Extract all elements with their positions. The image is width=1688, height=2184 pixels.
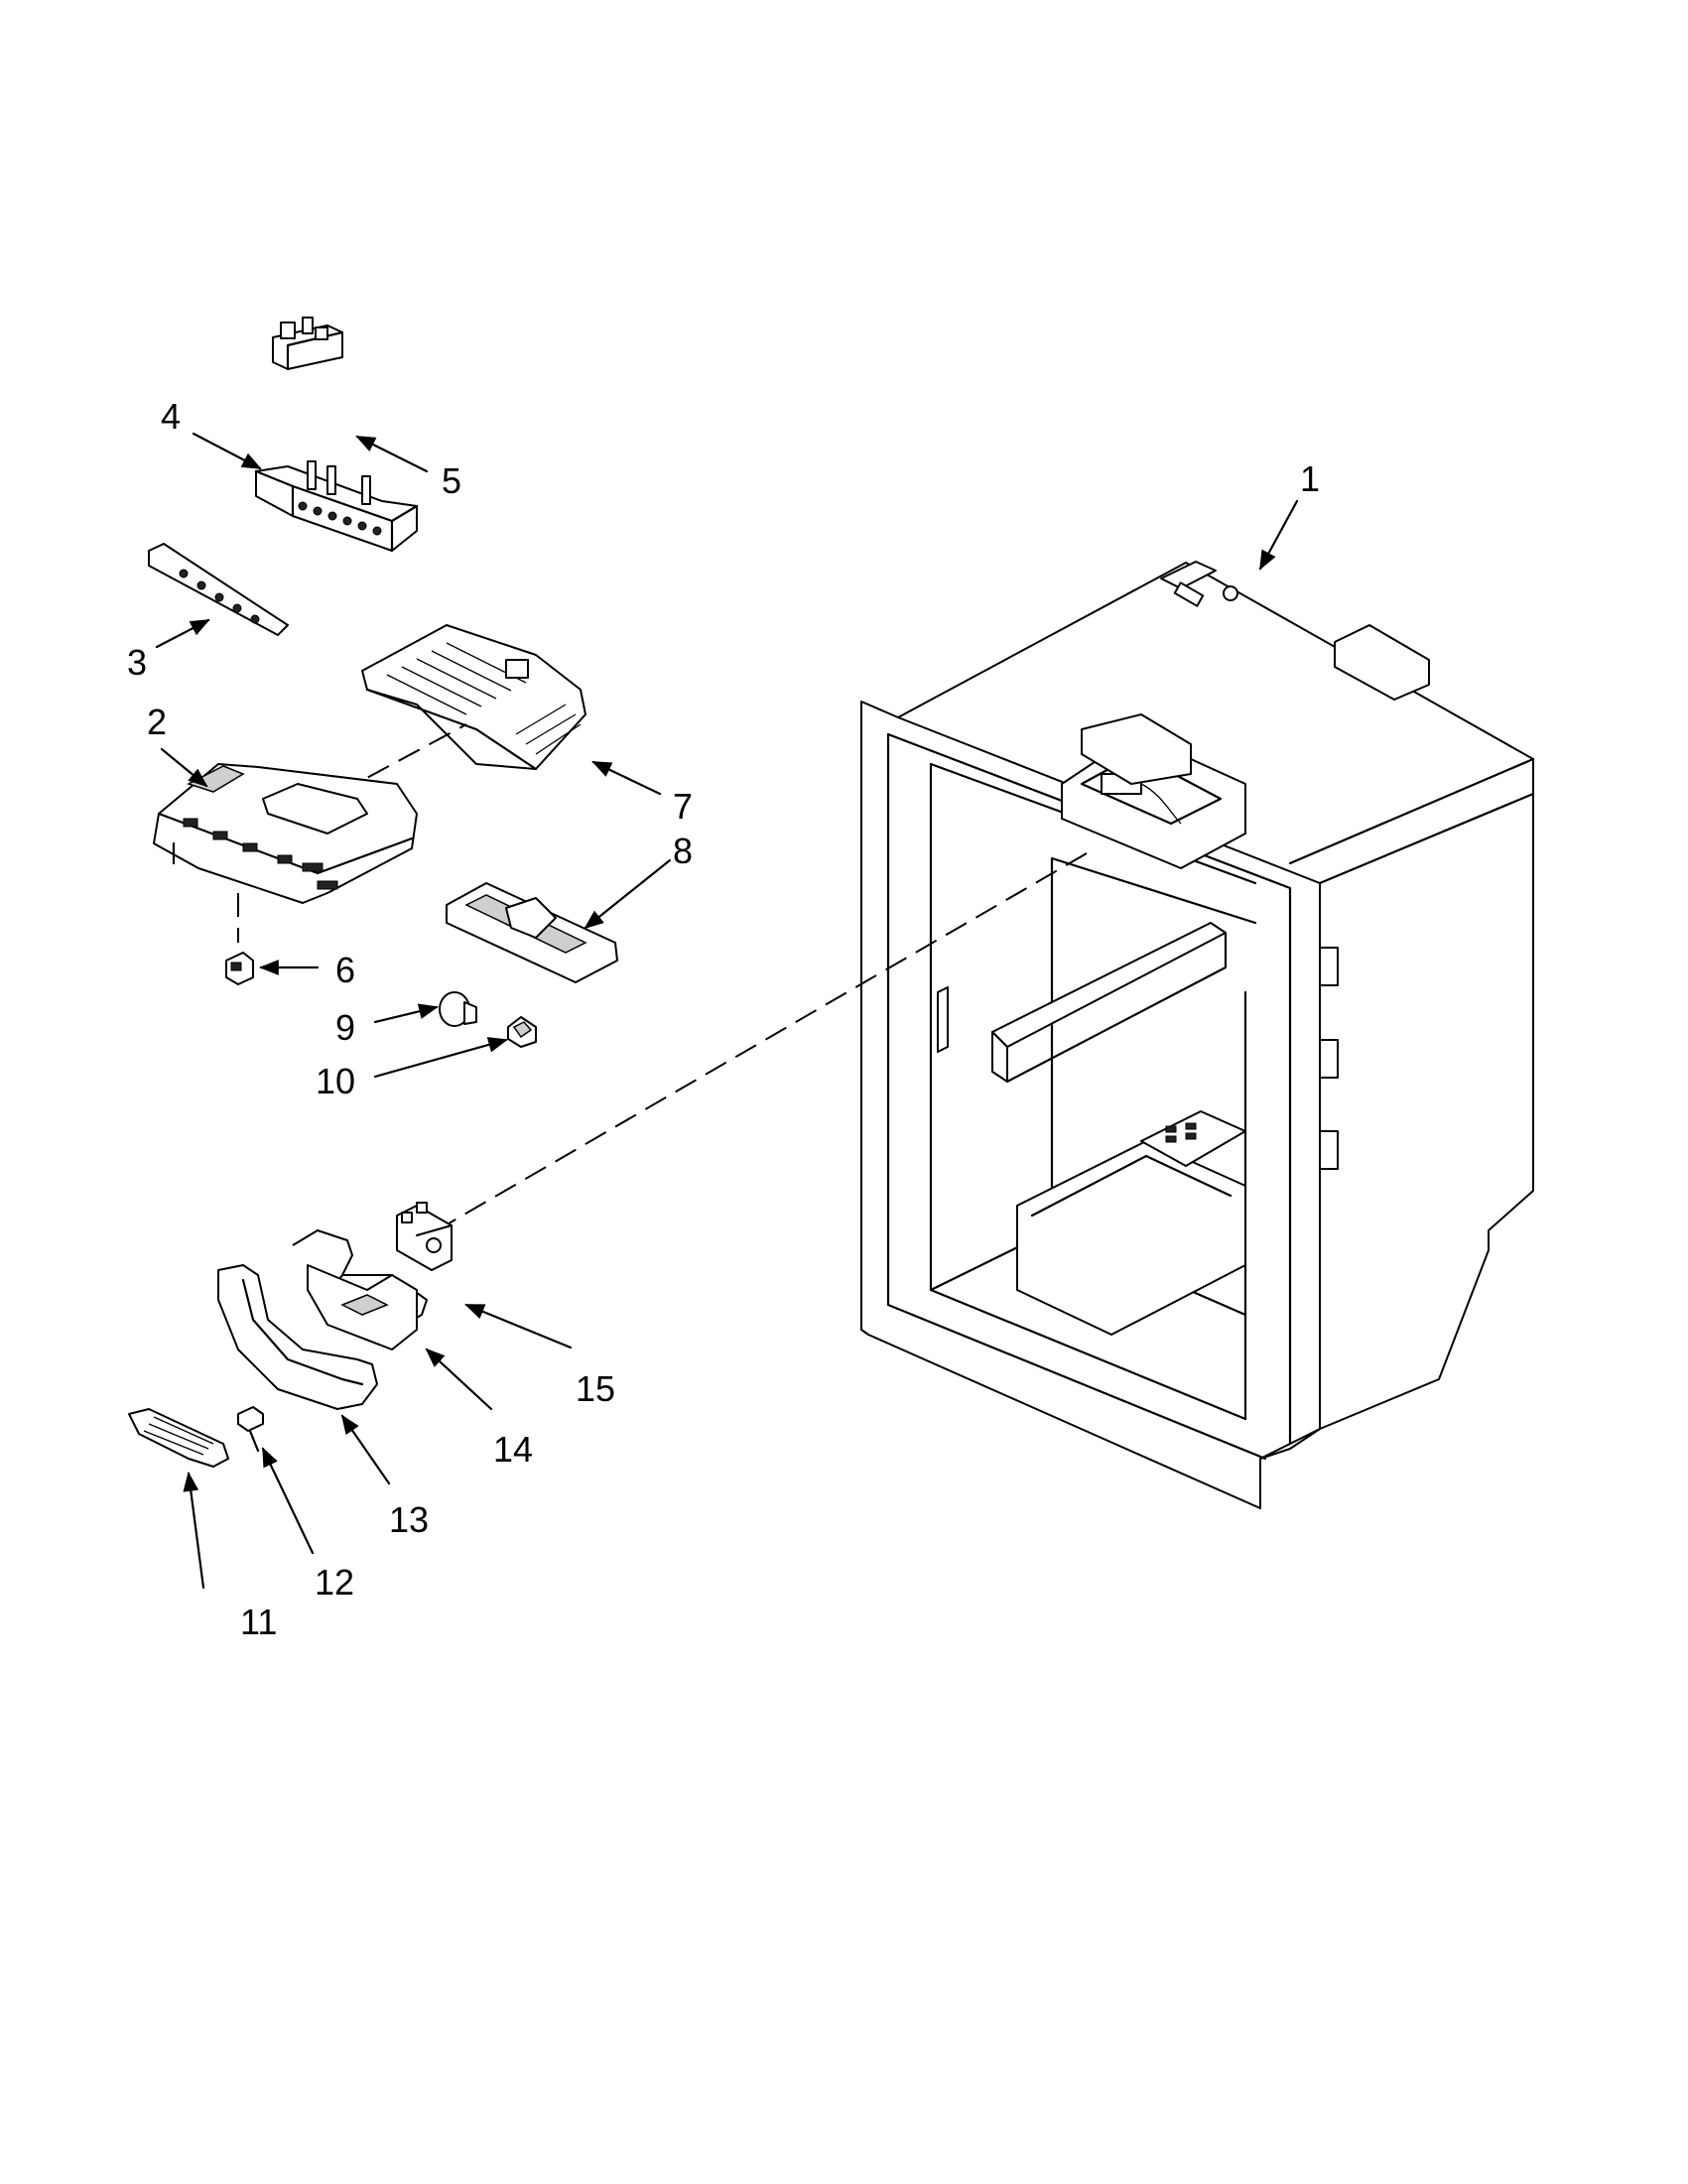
part-7-air-diffuser bbox=[361, 624, 586, 771]
part-14-bracket bbox=[292, 1229, 428, 1350]
part-5-switch-bracket bbox=[272, 317, 344, 371]
part-2-control-panel bbox=[153, 763, 418, 904]
part-3-button-strip bbox=[148, 543, 289, 636]
callout-8: 8 bbox=[673, 831, 693, 871]
callout-15: 15 bbox=[576, 1368, 615, 1409]
callout-13: 13 bbox=[389, 1499, 429, 1540]
assembly-line-main bbox=[436, 852, 1088, 1231]
refrigerator-liner bbox=[860, 561, 1535, 1509]
part-12-screw bbox=[237, 1406, 264, 1453]
callout-4: 4 bbox=[161, 396, 181, 437]
callout-14: 14 bbox=[493, 1429, 533, 1470]
callout-7: 7 bbox=[673, 786, 693, 827]
part-11-trim-piece bbox=[128, 1408, 229, 1468]
assembly-line-7 bbox=[336, 723, 467, 795]
callout-3: 3 bbox=[127, 642, 147, 683]
part-15-valve bbox=[396, 1202, 454, 1271]
callout-9: 9 bbox=[335, 1007, 355, 1048]
callout-5: 5 bbox=[442, 460, 461, 501]
callout-6: 6 bbox=[335, 950, 355, 990]
part-10-socket bbox=[507, 1016, 537, 1048]
callout-11: 11 bbox=[240, 1602, 277, 1642]
part-8-light-housing bbox=[446, 882, 618, 983]
part-9-light-bulb bbox=[439, 991, 477, 1027]
callout-1: 1 bbox=[1300, 458, 1320, 499]
part-6-switch bbox=[225, 952, 254, 985]
callout-2: 2 bbox=[147, 702, 167, 742]
callout-12: 12 bbox=[315, 1562, 354, 1603]
part-4-control-housing bbox=[254, 460, 419, 553]
callout-10: 10 bbox=[316, 1061, 355, 1101]
part-13-handle-trim bbox=[217, 1264, 378, 1410]
leader-lines bbox=[155, 432, 1299, 1590]
